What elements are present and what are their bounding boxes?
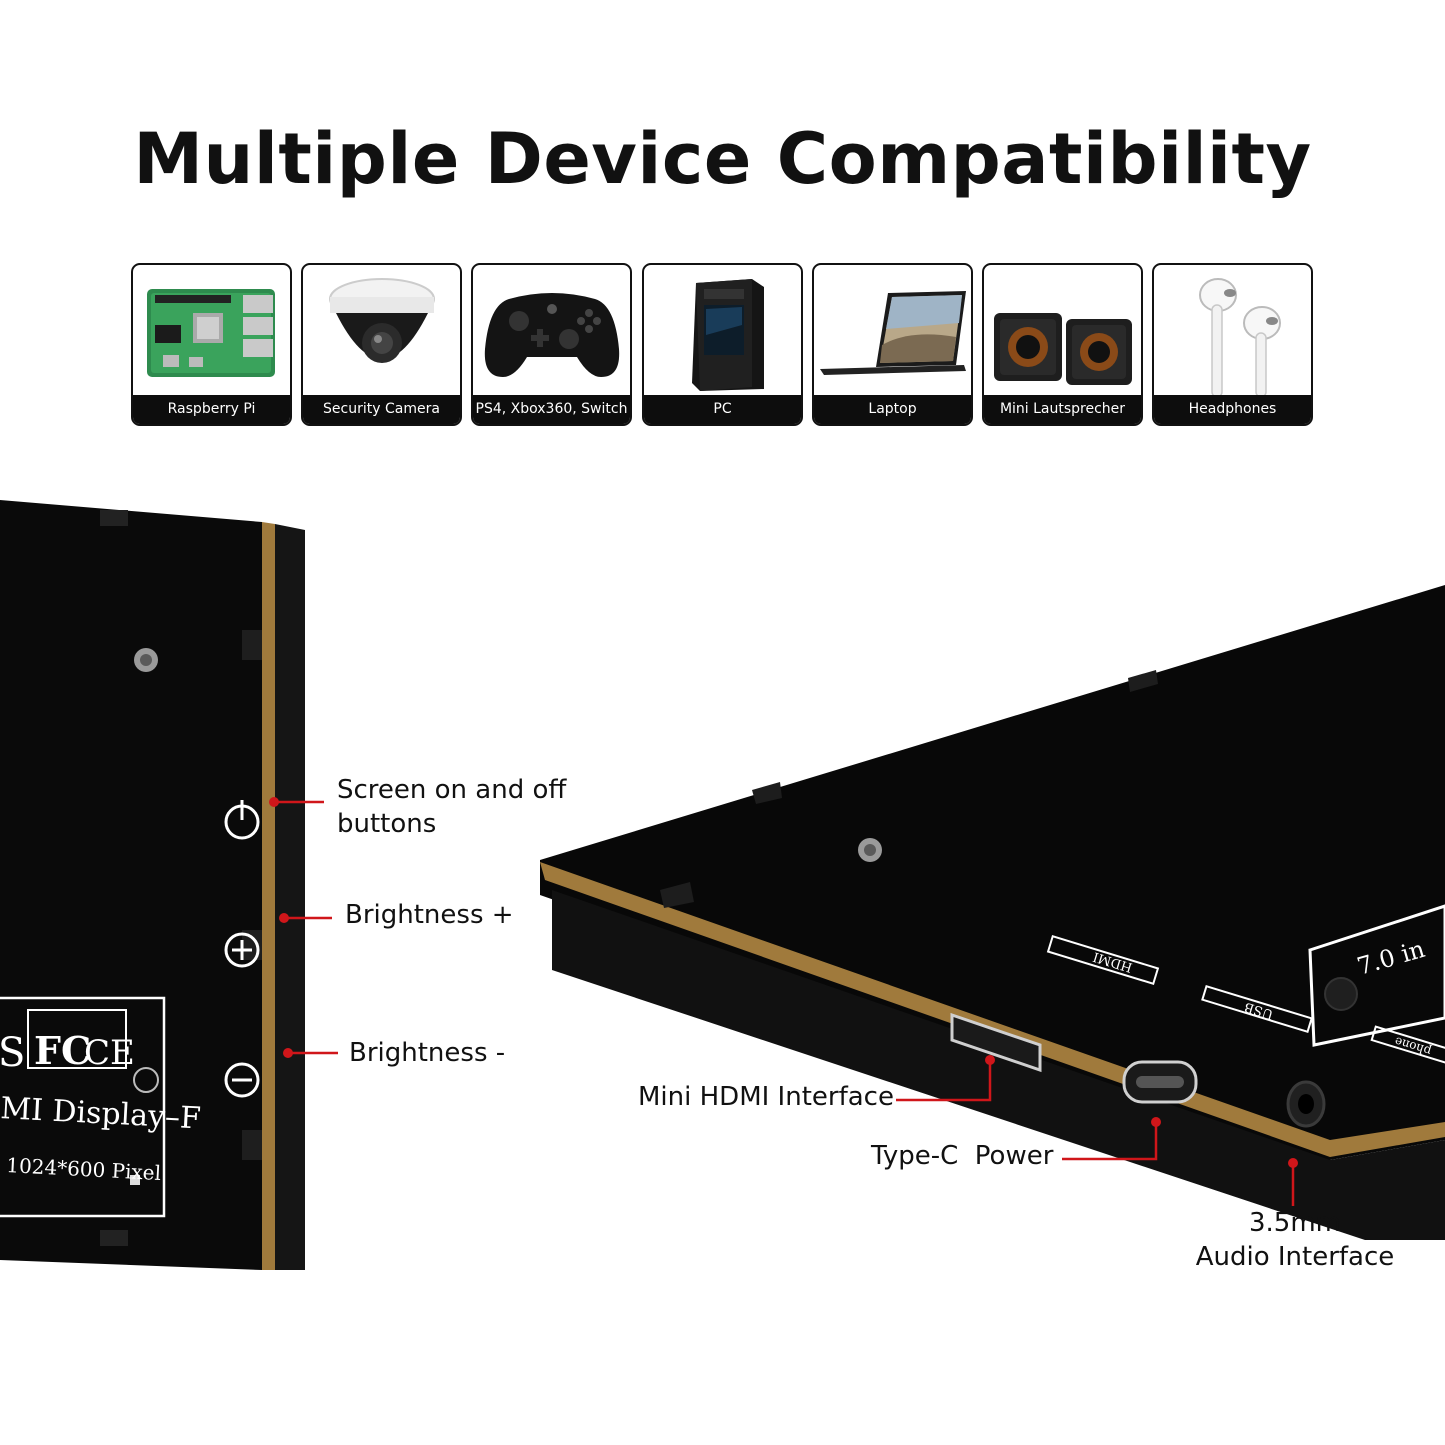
device-label: Laptop bbox=[814, 395, 971, 424]
pcb-size-text: 7.0 in bbox=[1354, 935, 1428, 981]
device-card-pc: PC bbox=[642, 263, 803, 426]
plus-icon bbox=[224, 932, 260, 968]
minus-icon bbox=[224, 1062, 260, 1098]
callout-audio: 3.5mm Audio Interface bbox=[1190, 1206, 1400, 1274]
device-label: Mini Lautsprecher bbox=[984, 395, 1141, 424]
device-label: PC bbox=[644, 395, 801, 424]
gamepad-icon bbox=[484, 293, 620, 377]
device-label: Headphones bbox=[1154, 395, 1311, 424]
dome-camera-icon bbox=[329, 278, 435, 363]
pcb-model-text: MI Display–F bbox=[0, 1091, 202, 1136]
pc-tower-icon bbox=[692, 279, 764, 391]
device-grid: Raspberry Pi Security Camera PS4, Xbox36… bbox=[131, 263, 1315, 429]
callout-brightness-down: Brightness - bbox=[349, 1038, 506, 1068]
speakers-icon bbox=[994, 313, 1132, 385]
display-board-illustration bbox=[0, 500, 1445, 1270]
product-scene: S FC CE MI Display–F 1024*600 Pixel 7.0 … bbox=[0, 470, 1445, 1445]
callout-type-c: Type-C Power bbox=[871, 1141, 1054, 1171]
callout-power-button: Screen on and off buttons bbox=[337, 775, 567, 839]
device-label: PS4, Xbox360, Switch bbox=[473, 395, 630, 424]
device-card-headphones: Headphones bbox=[1152, 263, 1313, 426]
device-card-mini-speakers: Mini Lautsprecher bbox=[982, 263, 1143, 426]
device-label: Security Camera bbox=[303, 395, 460, 424]
callout-audio-line2: Audio Interface bbox=[1195, 1242, 1395, 1272]
pcb-usb-silk: USB bbox=[1243, 999, 1276, 1022]
type-c-port-shape bbox=[1122, 1060, 1198, 1104]
earphones-icon bbox=[1199, 278, 1281, 397]
raspberry-pi-board-icon bbox=[147, 289, 275, 377]
device-card-raspberry-pi: Raspberry Pi bbox=[131, 263, 292, 426]
device-card-security-camera: Security Camera bbox=[301, 263, 462, 426]
callout-audio-line1: 3.5mm bbox=[1248, 1208, 1341, 1238]
mini-hdmi-port-shape bbox=[950, 1012, 1042, 1073]
callout-mini-hdmi: Mini HDMI Interface bbox=[638, 1082, 894, 1112]
callout-brightness-up: Brightness + bbox=[345, 900, 514, 930]
audio-jack-shape bbox=[1286, 1080, 1326, 1128]
power-icon bbox=[224, 800, 260, 840]
ce-logo-text: CE bbox=[84, 1033, 135, 1073]
pcb-resolution-text: 1024*600 Pixel bbox=[6, 1153, 162, 1185]
device-card-game-consoles: PS4, Xbox360, Switch bbox=[471, 263, 632, 426]
fcc-logo-text: FC bbox=[34, 1028, 91, 1073]
pcb-hdmi-silk: HDMI bbox=[1091, 948, 1134, 974]
device-label: Raspberry Pi bbox=[133, 395, 290, 424]
pcb-printing: S FC CE MI Display–F 1024*600 Pixel 7.0 … bbox=[0, 935, 1433, 1185]
page-title: Multiple Device Compatibility bbox=[133, 118, 1312, 200]
pcb-cert-left: S bbox=[0, 1030, 25, 1076]
laptop-icon bbox=[820, 291, 966, 375]
pcb-phone-silk: phone bbox=[1393, 1034, 1433, 1058]
device-card-laptop: Laptop bbox=[812, 263, 973, 426]
